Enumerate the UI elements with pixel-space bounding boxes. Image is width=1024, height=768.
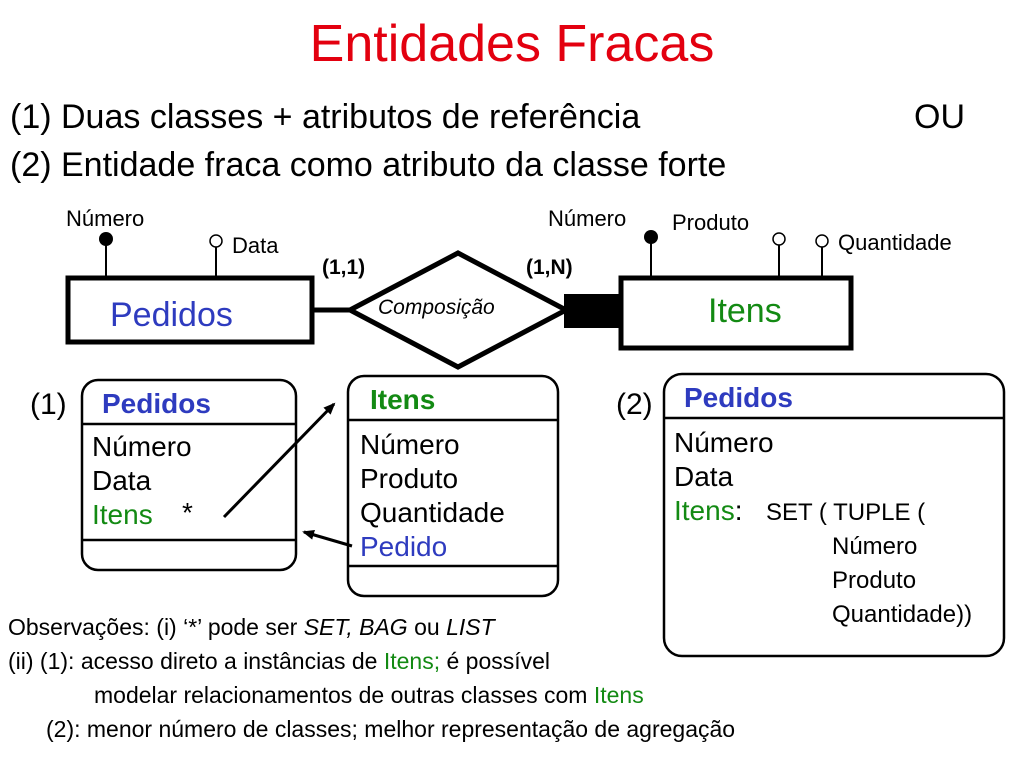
note-obs-list: LIST xyxy=(446,614,495,640)
note-observacoes: Observações: (i) ‘*’ pode ser SET, BAG o… xyxy=(8,614,495,641)
er-attr-quantidade-label: Quantidade xyxy=(838,230,952,255)
opt2-pedidos-attr-data: Data xyxy=(674,461,734,492)
opt2-itens-colon: : xyxy=(734,495,743,526)
er-relationship-label: Composição xyxy=(378,296,495,319)
note-obs-set-bag: SET, BAG xyxy=(303,614,408,640)
option-1-heading: (1) Duas classes + atributos de referênc… xyxy=(10,98,641,136)
note-ii-line1: (ii) (1): acesso direto a instâncias de … xyxy=(8,648,550,675)
note-ii-line2: modelar relacionamentos de outras classe… xyxy=(94,682,644,709)
er-attr-numero-key-dot xyxy=(99,232,113,246)
er-entity-itens-box xyxy=(618,275,854,351)
opt1-itens-attr-quantidade: Quantidade xyxy=(360,497,505,528)
note-ii-line2-itens: Itens xyxy=(593,682,644,708)
opt1-pedidos-attr-numero: Número xyxy=(92,431,192,462)
opt1-itens-attr-pedido: Pedido xyxy=(360,531,448,562)
er-cardinality-right: (1,N) xyxy=(526,256,573,279)
opt2-nested-numero: Número xyxy=(832,533,918,560)
opt1-itens-attr-produto: Produto xyxy=(360,463,459,494)
er-attr-itens-numero-label: Número xyxy=(548,206,627,231)
er-attr-data-dot xyxy=(209,234,223,248)
opt1-pedidos-attr-itens: Itens xyxy=(92,499,153,530)
note-ii-prefix: (ii) (1): acesso direto a instâncias de xyxy=(8,648,384,674)
opt2-pedidos-attr-itens: Itens: xyxy=(674,494,742,528)
er-attr-itens-numero-key-dot xyxy=(644,230,658,244)
er-attr-produto-label: Produto xyxy=(672,210,750,235)
note-obs-prefix: Observações: (i) ‘*’ pode ser xyxy=(8,614,304,640)
opt1-multivalue-mark: * xyxy=(182,497,193,528)
option-2-heading: (2) Entidade fraca como atributo da clas… xyxy=(10,146,727,184)
or-label: OU xyxy=(914,98,965,136)
opt2-set-tuple: SET ( TUPLE ( xyxy=(766,499,926,526)
opt2-pedidos-attr-numero: Número xyxy=(674,427,774,458)
opt1-pedidos-attr-data: Data xyxy=(92,465,152,496)
option-1-label: (1) xyxy=(30,388,67,421)
opt1-itens-class-title: Itens xyxy=(370,384,436,415)
er-entity-itens-label: Itens xyxy=(708,292,782,330)
arrow-itens-to-pedidos xyxy=(302,530,353,548)
opt1-itens-class-box xyxy=(346,374,560,598)
er-attr-numero-label: Número xyxy=(66,206,145,231)
opt2-pedidos-class-title: Pedidos xyxy=(684,382,793,413)
er-attr-produto-dot xyxy=(772,232,786,246)
opt2-pedidos-class-box xyxy=(662,372,1006,658)
page-title: Entidades Fracas xyxy=(309,15,715,73)
note-ii-line2-prefix: modelar relacionamentos de outras classe… xyxy=(94,682,594,708)
opt2-nested-produto: Produto xyxy=(832,567,917,594)
er-entity-pedidos-label: Pedidos xyxy=(110,296,233,334)
arrow-pedidos-to-itens xyxy=(222,402,336,519)
note-ii-line3: (2): menor número de classes; melhor rep… xyxy=(46,716,736,742)
er-attr-data-label: Data xyxy=(232,233,279,258)
opt2-nested-quantidade: Quantidade)) xyxy=(832,601,973,628)
er-attr-quantidade-dot xyxy=(815,234,829,248)
opt1-pedidos-class-box xyxy=(80,378,298,572)
opt2-itens-name: Itens xyxy=(674,495,735,526)
opt1-itens-attr-numero: Número xyxy=(360,429,460,460)
note-ii-itens: Itens; xyxy=(383,648,441,674)
opt1-pedidos-class-title: Pedidos xyxy=(102,388,211,419)
option-2-label: (2) xyxy=(616,388,653,421)
er-cardinality-left: (1,1) xyxy=(322,256,366,279)
note-ii-suffix: é possível xyxy=(440,648,551,674)
note-obs-ou: ou xyxy=(407,614,447,640)
er-connector-right-thick xyxy=(564,294,620,328)
